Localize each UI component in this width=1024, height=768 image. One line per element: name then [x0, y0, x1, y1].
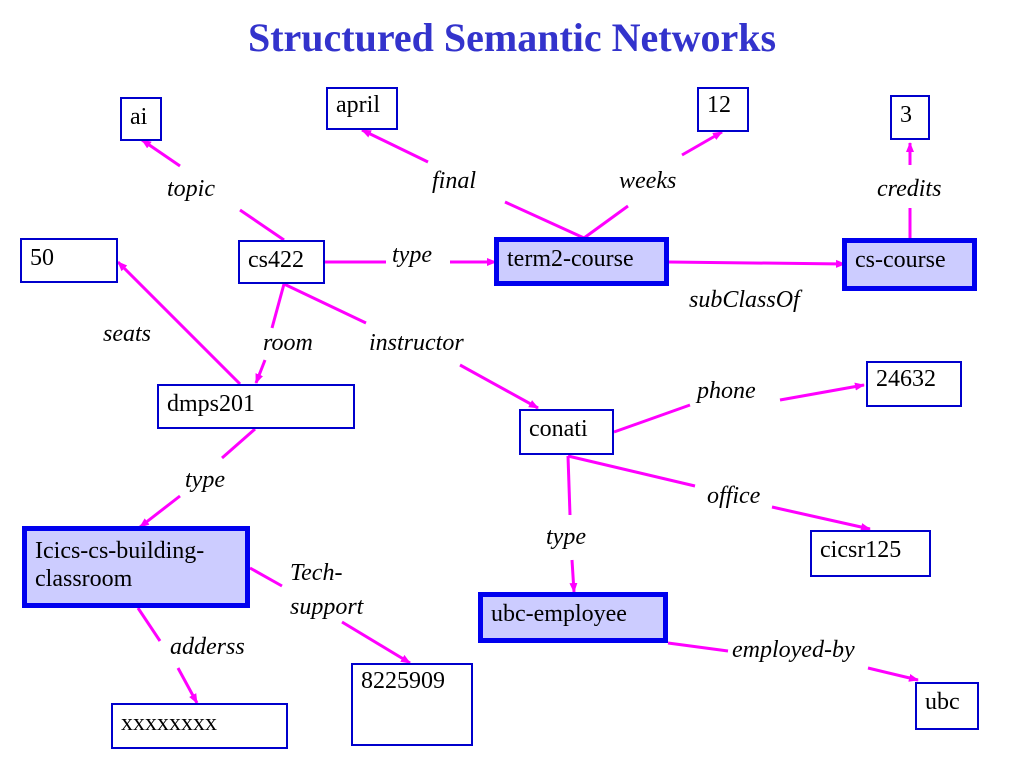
node-icics-cs-building-classroom: Icics-cs-building-classroom	[22, 526, 250, 608]
node-dmps201: dmps201	[157, 384, 355, 429]
edge-label-seats: seats	[103, 321, 151, 347]
edge-type-conati-head	[569, 559, 578, 593]
node-conati: conati	[519, 409, 614, 455]
edge-topic-head	[141, 138, 181, 168]
page-title: Structured Semantic Networks	[247, 15, 777, 60]
edge-label-type-dmps: type	[185, 467, 225, 493]
edge-final-head	[361, 128, 429, 164]
node-cs422: cs422	[238, 240, 325, 284]
edge-label-topic: topic	[167, 176, 215, 202]
edge-seats	[116, 260, 242, 386]
edge-label-instructor: instructor	[369, 330, 464, 356]
edge-final-tail	[504, 200, 585, 240]
edge-room-tail	[270, 283, 286, 329]
edge-label-subclassof: subClassOf	[689, 287, 800, 313]
node-term2-course: term2-course	[494, 237, 669, 286]
edge-type-dmps-head	[139, 494, 181, 529]
edge-phone-head	[779, 382, 865, 402]
edge-employed-by-head	[867, 666, 919, 682]
node-3: 3	[890, 95, 930, 140]
edge-employed-by-tail	[667, 641, 729, 653]
edge-subclassof	[667, 259, 846, 268]
edge-adderss-tail	[136, 607, 162, 642]
edge-label-room: room	[263, 330, 313, 356]
edge-office-head	[771, 505, 871, 531]
node-xxxxxxxx: xxxxxxxx	[111, 703, 288, 749]
edge-label-credits: credits	[877, 176, 942, 202]
node-50: 50	[20, 238, 118, 283]
edge-label-type-conati: type	[546, 524, 586, 550]
node-8225909: 8225909	[351, 663, 473, 746]
edge-label-office: office	[707, 483, 761, 509]
node-cs-course: cs-course	[842, 238, 977, 291]
edge-weeks-head	[681, 130, 723, 157]
edge-weeks-tail	[583, 204, 629, 240]
node-cicsr125: cicsr125	[810, 530, 931, 577]
edge-topic-tail	[239, 208, 285, 242]
edge-label-weeks: weeks	[619, 168, 677, 194]
edge-tech-support-head	[341, 620, 411, 665]
edge-label-type-cs422: type	[392, 242, 432, 268]
node-ubc-employee: ubc-employee	[478, 592, 668, 643]
edge-label-adderss: adderss	[170, 634, 245, 660]
edge-office-tail	[567, 454, 696, 488]
node-24632: 24632	[866, 361, 962, 407]
edge-label-final: final	[432, 168, 477, 194]
edge-phone-tail	[613, 403, 691, 434]
node-ai: ai	[120, 97, 162, 141]
node-april: april	[326, 87, 398, 130]
edge-room-head	[254, 359, 267, 384]
edge-type-conati-tail	[566, 455, 572, 516]
edge-label-tech-support: Tech-support	[290, 560, 364, 620]
node-12: 12	[697, 87, 749, 132]
edge-label-phone: phone	[697, 378, 756, 404]
classroom-label: Icics-cs-building-classroom	[35, 538, 205, 592]
edge-instructor-head	[459, 363, 539, 410]
edge-instructor-tail	[283, 282, 367, 325]
node-ubc: ubc	[915, 682, 979, 730]
edge-tech-support-tail	[249, 566, 283, 588]
edge-adderss-head	[176, 667, 199, 704]
edge-label-employed-by: employed-by	[732, 637, 855, 663]
edge-type-dmps-tail	[221, 427, 256, 460]
